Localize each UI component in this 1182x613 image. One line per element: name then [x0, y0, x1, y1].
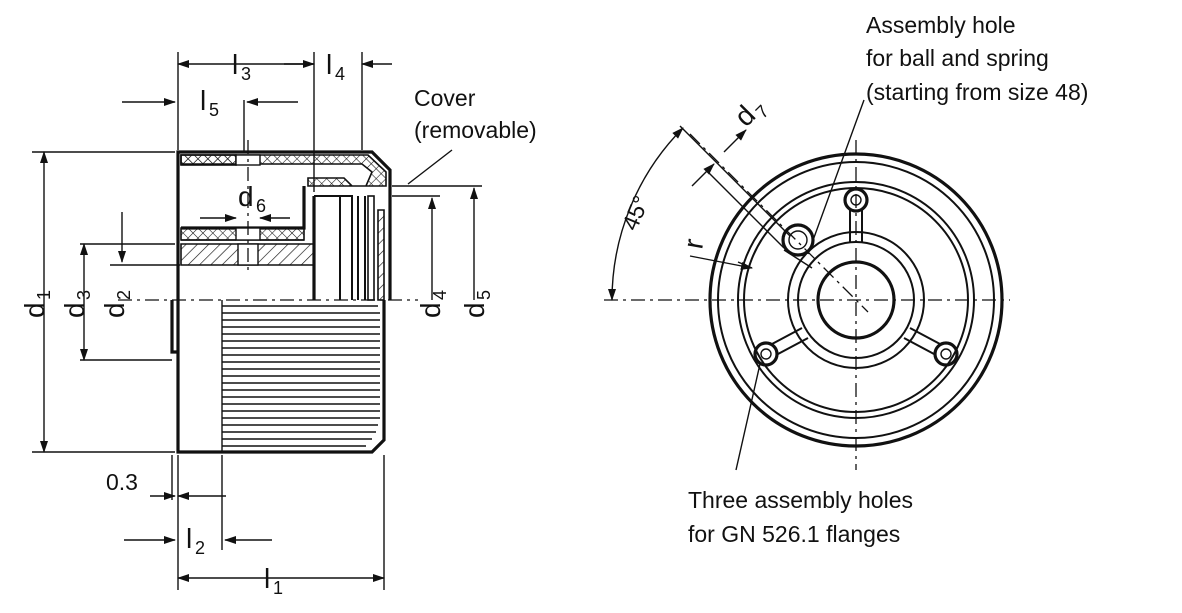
label-d3: d [59, 302, 90, 318]
knurl-pattern [221, 300, 380, 452]
svg-text:6: 6 [256, 196, 266, 216]
assembly-note-line2: for ball and spring [866, 45, 1049, 71]
cover-ring [377, 209, 385, 301]
radius-leader [689, 255, 753, 270]
label-radius: r [677, 236, 709, 251]
svg-text:3: 3 [241, 64, 251, 84]
label-l5: l [200, 85, 206, 116]
cover-note-line2: (removable) [414, 117, 537, 143]
front-step [170, 300, 178, 354]
three-holes-leader [735, 363, 761, 471]
ball-spring-hole [781, 223, 815, 269]
svg-text:1: 1 [273, 578, 283, 598]
cover-note-line1: Cover [414, 85, 476, 111]
cover-strip [180, 154, 237, 166]
svg-text:2: 2 [195, 538, 205, 558]
front-view-labels: Assembly hole for ball and spring (start… [617, 12, 1089, 547]
assembly-hole-right [903, 327, 959, 367]
side-view-labels: l 3 l 4 l 5 d 6 l 1 l 2 0.3 d 1 d 3 d 2 … [19, 49, 537, 598]
front-45-centerline [689, 133, 869, 313]
label-gap: 0.3 [106, 469, 138, 495]
assembly-hole-left [753, 327, 809, 367]
cover-leader [407, 149, 453, 185]
label-l4: l [326, 49, 332, 80]
assembly-note-line3: (starting from size 48) [866, 79, 1088, 105]
svg-text:3: 3 [74, 290, 94, 300]
svg-text:4: 4 [335, 64, 345, 84]
svg-text:2: 2 [114, 290, 134, 300]
label-d5: d [459, 302, 490, 318]
svg-text:1: 1 [34, 290, 54, 300]
three-holes-note-line1: Three assembly holes [688, 487, 913, 513]
svg-text:5: 5 [209, 100, 219, 120]
front-view [604, 99, 1010, 471]
label-d6: d [238, 181, 254, 212]
svg-text:4: 4 [430, 290, 450, 300]
upper-outline [176, 150, 392, 300]
label-d4: d [415, 302, 446, 318]
body-outline [176, 300, 386, 454]
side-view [32, 52, 482, 590]
angle-arc [608, 127, 684, 301]
label-l1: l [264, 563, 270, 594]
d7-dimension [723, 129, 747, 153]
assembly-note-line1: Assembly hole [866, 12, 1016, 38]
svg-text:5: 5 [474, 290, 494, 300]
label-d1: d [19, 302, 50, 318]
label-d2: d [99, 302, 130, 318]
label-l3: l [232, 49, 238, 80]
label-l2: l [186, 523, 192, 554]
assembly-hole-top [843, 187, 869, 242]
three-holes-note-line2: for GN 526.1 flanges [688, 521, 900, 547]
assembly-hole-leader [807, 99, 865, 255]
